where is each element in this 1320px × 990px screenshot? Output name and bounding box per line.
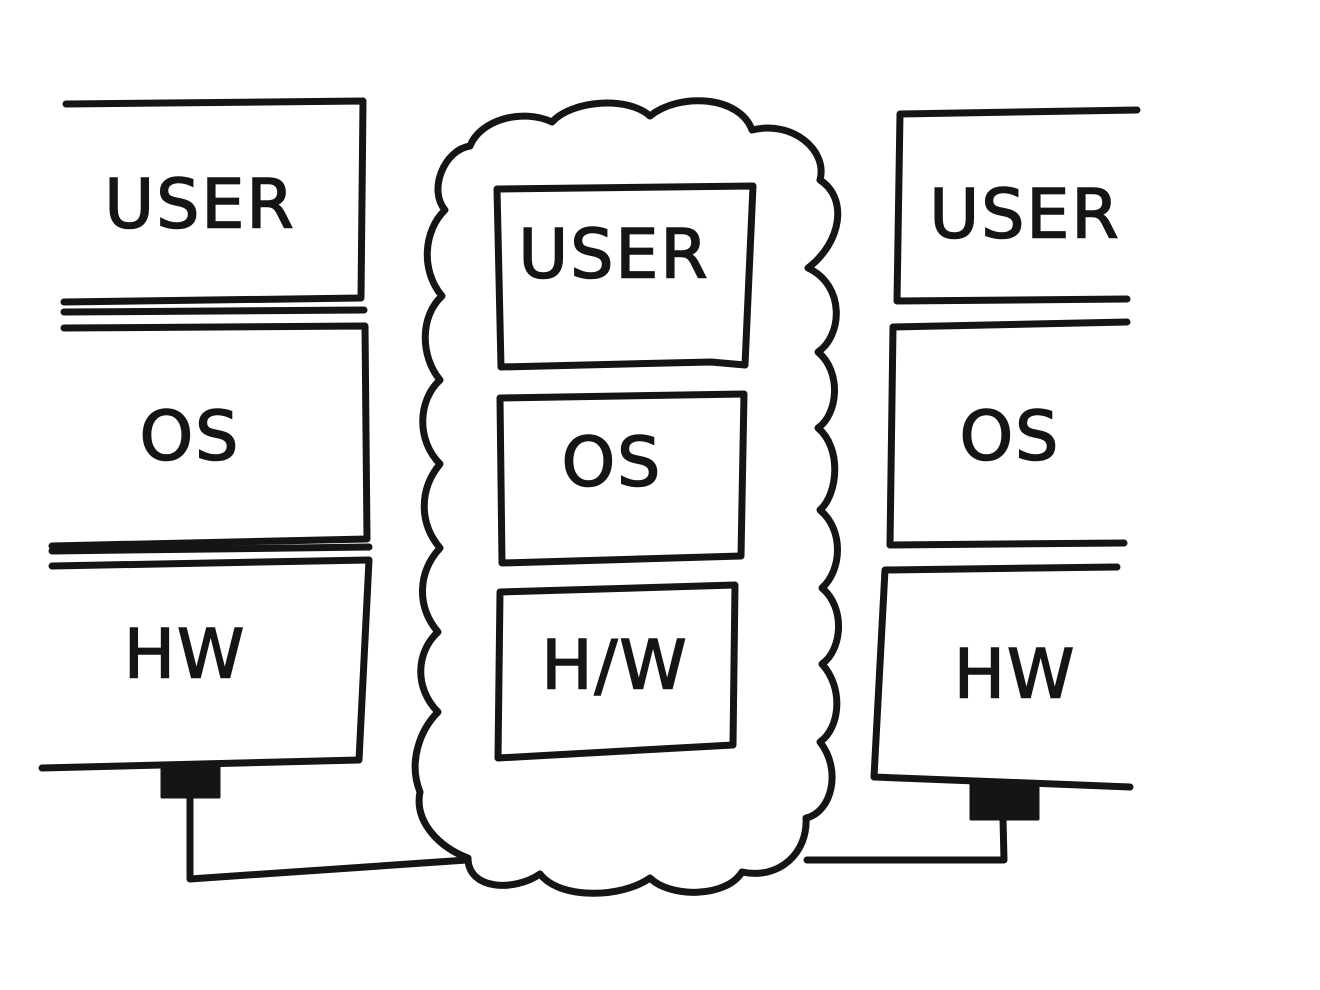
cloud-user-label: USER: [518, 216, 709, 295]
left-network-cable: [186, 793, 471, 883]
right-hw-layer: HW: [870, 563, 1134, 791]
cloud: USER OS H/W: [411, 97, 842, 897]
cloud-hw-layer: H/W: [494, 581, 739, 762]
cloud-os-layer: OS: [496, 390, 748, 567]
left-hw-layer: HW: [38, 543, 373, 772]
right-network-port: [969, 781, 1040, 821]
right-hw-label: HW: [954, 636, 1076, 715]
cloud-hw-label: H/W: [541, 627, 688, 706]
cloud-outline: [411, 97, 842, 897]
right-user-label: USER: [929, 176, 1120, 255]
right-os-layer: OS: [886, 318, 1131, 549]
right-os-label: OS: [960, 398, 1061, 477]
right-network-cable: [803, 815, 1008, 864]
left-os-layer: OS: [48, 306, 371, 550]
right-user-layer: USER: [893, 106, 1141, 305]
cloud-user-layer: USER: [493, 182, 757, 371]
cloud-os-label: OS: [562, 424, 663, 503]
left-network-port: [160, 763, 221, 799]
left-os-label: OS: [140, 398, 241, 477]
left-user-label: USER: [104, 166, 295, 245]
right-stack: USER OS HW: [803, 106, 1141, 864]
left-hw-label: HW: [124, 616, 246, 695]
left-user-layer: USER: [60, 97, 367, 306]
left-stack: USER OS HW: [38, 97, 471, 883]
